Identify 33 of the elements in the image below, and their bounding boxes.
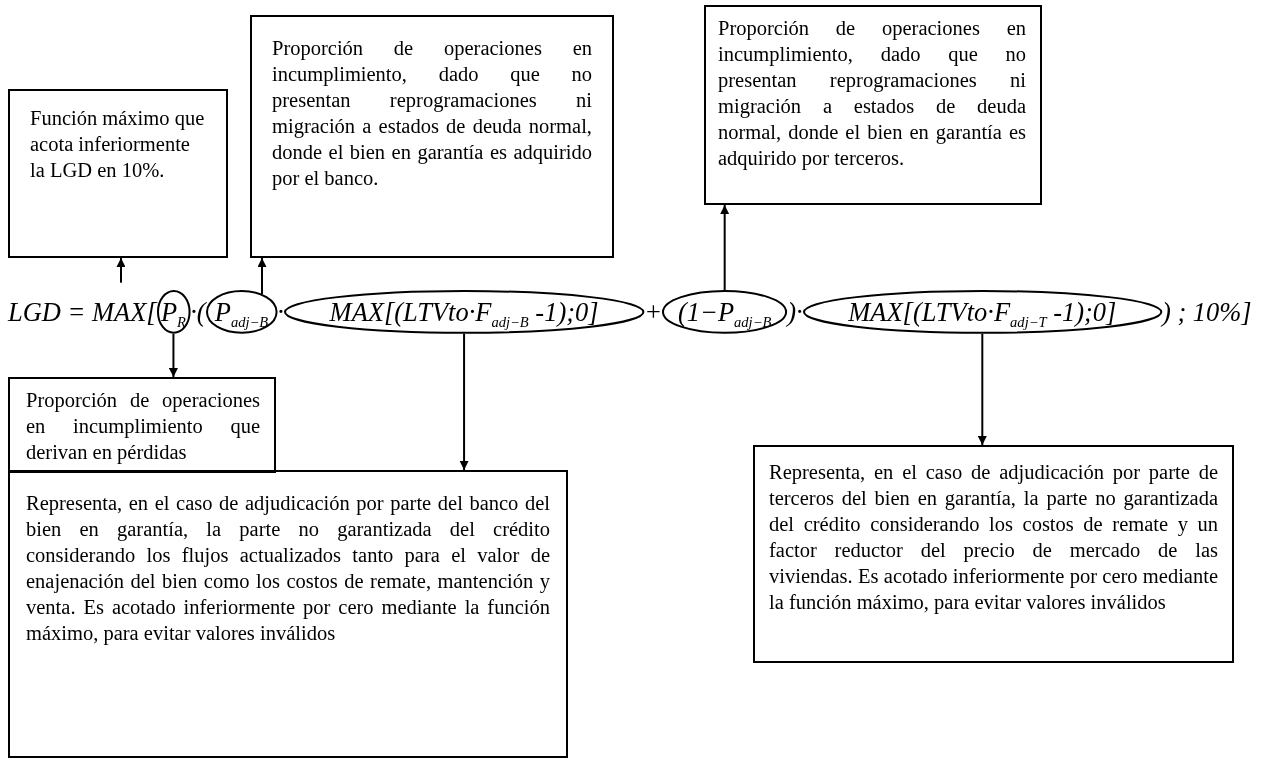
- formula-text: LGD = MAX[: [8, 296, 157, 328]
- arrow: [168, 332, 178, 378]
- formula-text: ·: [277, 296, 284, 328]
- formula-term: P$_{R}$: [159, 295, 187, 332]
- annotation-text: Representa, en el caso de adjudicación por parte de terceros del bien en garantía, la parte no garantizada del crédito considerando los costos de remate y un factor reductor del precio de mercado de las viviendas. Es acotado inferiormente por cero mediante la función máximo, para evitar valores inválidos: [769, 460, 1218, 615]
- arrow: [977, 332, 987, 446]
- arrow: [720, 204, 730, 291]
- annotation-box: [704, 5, 1042, 205]
- formula-text: )·: [787, 296, 803, 328]
- annotation-text: Proporción de operaciones en incumplimiento, dado que no presentan reprogramaciones ni migración a estados de deuda normal, donde el bien en garantía es adquirido por terceros.: [718, 16, 1026, 171]
- formula-text: ·(: [190, 296, 206, 328]
- annotation-box: [8, 89, 228, 258]
- arrow: [257, 257, 267, 295]
- formula-term: MAX[(LTVto·F$_{adj−T}$ -1);0]: [847, 295, 1118, 332]
- formula-term: MAX[(LTVto·F$_{adj−B}$ -1);0]: [328, 295, 600, 332]
- arrow: [459, 332, 469, 471]
- highlight-ellipse: [662, 290, 788, 334]
- annotation-box: [8, 377, 276, 473]
- annotation-text: Función máximo que acota inferiormente la LGD en 10%.: [30, 106, 206, 183]
- arrow: [116, 257, 126, 284]
- annotation-box: [753, 445, 1234, 663]
- highlight-ellipse: [802, 290, 1162, 334]
- highlight-ellipse: [283, 290, 645, 334]
- formula-term: (1−P$_{adj−B}$: [677, 295, 773, 332]
- annotation-text: Proporción de operaciones en incumplimiento que derivan en pérdidas: [26, 388, 260, 465]
- annotation-text: Representa, en el caso de adjudicación por parte del banco del bien en garantía, la parte no garantizada del crédito considerando los flujos actualizados tanto para el valor de enajenación del bien como los costos de remate, mantención y venta. Es acotado inferiormente por cero mediante la función máximo, para evitar valores inválidos: [26, 491, 550, 646]
- highlight-ellipse: [205, 290, 278, 334]
- formula-term: P$_{adj−B}$: [213, 295, 270, 332]
- formula-text: ) ; 10%]: [1161, 296, 1252, 328]
- annotation-text: Proporción de operaciones en incumplimiento, dado que no presentan reprogramaciones ni migración a estados de deuda normal, donde el bien en garantía es adquirido por el banco.: [272, 36, 592, 191]
- annotation-box: [250, 15, 614, 258]
- annotation-box: [8, 470, 568, 758]
- formula-text: +: [644, 296, 663, 328]
